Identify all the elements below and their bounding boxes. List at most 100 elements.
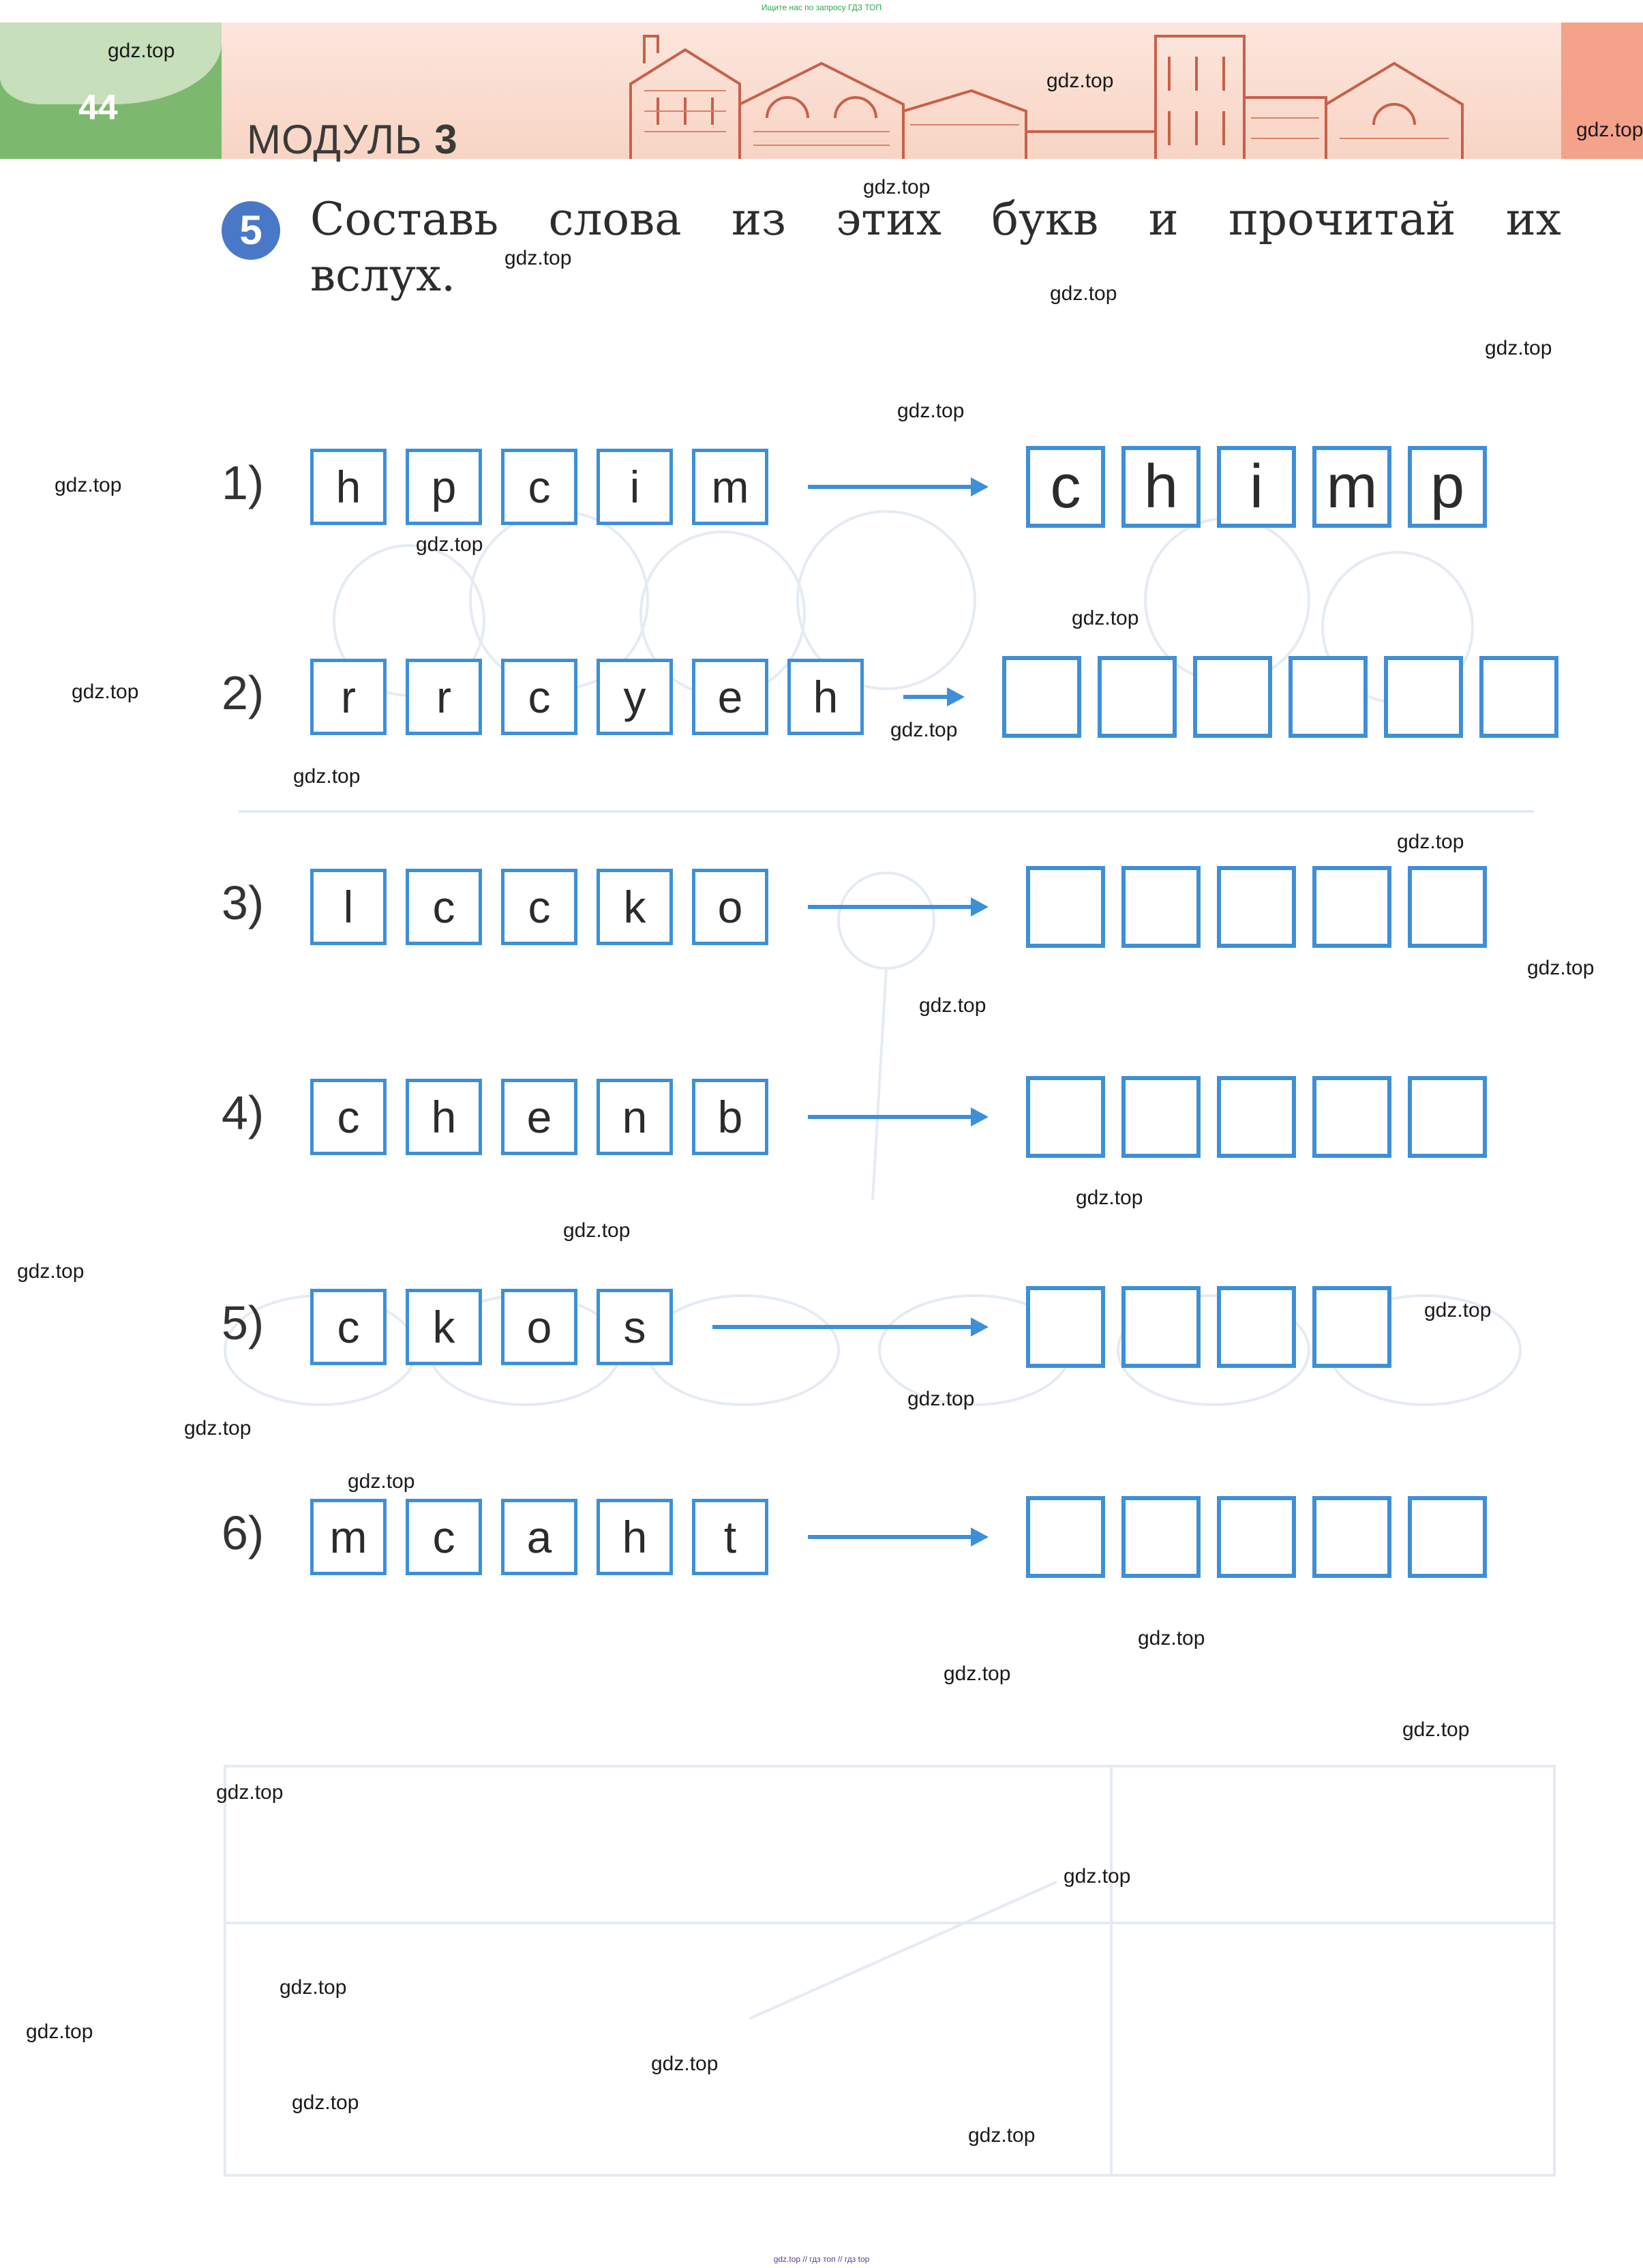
answer-box[interactable] [1408,1496,1487,1578]
letter-tile: e [692,659,768,735]
answer-box[interactable] [1408,1076,1487,1158]
task-word: и [1148,193,1179,245]
answer-box[interactable] [1026,1496,1105,1578]
answer-box[interactable]: i [1217,446,1296,528]
letter-tile: a [501,1499,577,1575]
answer-box[interactable] [1026,1286,1105,1368]
answer-box[interactable] [1121,1496,1201,1578]
answer-box[interactable]: m [1312,446,1391,528]
watermark-text: gdz.top [1527,957,1595,979]
task-word: из [731,193,786,245]
row-number: 3) [222,876,265,929]
watermark-text: gdz.top [863,176,931,198]
answer-box[interactable] [1121,866,1201,948]
watermark-text: gdz.top [292,2091,359,2114]
watermark-text: gdz.top [293,765,361,788]
module-number: 3 [434,117,458,162]
letter-tile: l [310,869,387,945]
watermark-text: gdz.top [919,994,986,1017]
watermark-text: gdz.top [1050,282,1117,305]
row-number: 2) [222,666,265,719]
header-banner-illustration [222,23,1561,159]
letter-tile: k [406,1289,482,1365]
watermark-text: gdz.top [17,1260,85,1283]
letter-tile: e [501,1079,577,1155]
task-word: их [1505,193,1561,245]
letter-tile: n [597,1079,673,1155]
letter-tile: k [597,869,673,945]
letter-tile: h [597,1499,673,1575]
arrow-icon [808,1107,989,1126]
task-word: Составь [310,193,499,245]
watermark-text: gdz.top [1076,1187,1143,1209]
task-word: прочитай [1228,193,1456,245]
watermark-text: gdz.top [72,681,139,703]
answer-box[interactable] [1288,656,1368,738]
watermark-text: gdz.top [1402,1718,1470,1741]
letter-tile: c [501,869,577,945]
answer-box[interactable] [1121,1076,1201,1158]
watermark-text: gdz.top [26,2020,93,2043]
letter-tile: c [310,1079,387,1155]
watermark-text: gdz.top [184,1417,252,1439]
letter-tile: i [597,449,673,525]
letter-tile: o [501,1289,577,1365]
answer-box[interactable] [1312,1286,1391,1368]
answer-box[interactable] [1312,1076,1391,1158]
answer-box[interactable] [1217,866,1296,948]
answer-box[interactable]: h [1121,446,1201,528]
row-number: 4) [222,1086,265,1139]
answer-box[interactable] [1217,1076,1296,1158]
watermark-text: gdz.top [890,719,958,741]
watermark-text: gdz.top [348,1470,415,1493]
arrow-icon [808,897,989,916]
arrow-icon [712,1317,989,1337]
watermark-text: gdz.top [1485,337,1552,359]
answer-box[interactable] [1026,1076,1105,1158]
answer-box[interactable] [1479,656,1558,738]
watermark-text: gdz.top [55,474,122,496]
watermark-text: gdz.top [1072,607,1139,629]
answer-box[interactable] [1193,656,1272,738]
answer-box[interactable] [1121,1286,1201,1368]
answer-box[interactable] [1312,866,1391,948]
answer-box[interactable] [1002,656,1081,738]
answer-box[interactable] [1217,1496,1296,1578]
top-note: Ищите нас по запросу ГДЗ ТОП [761,3,882,12]
task-word: слова [548,193,682,245]
corner-tab [1561,23,1643,159]
letter-tile: m [692,449,768,525]
answer-box[interactable] [1026,866,1105,948]
answer-box[interactable] [1098,656,1177,738]
letter-tile: r [406,659,482,735]
answer-box[interactable] [1384,656,1463,738]
watermark-text: gdz.top [280,1976,347,1999]
answer-box[interactable] [1217,1286,1296,1368]
watermark-text: gdz.top [907,1388,975,1410]
page-tab [0,23,222,159]
answer-box[interactable] [1312,1496,1391,1578]
letter-tile: h [310,449,387,525]
letter-tile: h [787,659,864,735]
answer-box[interactable]: c [1026,446,1105,528]
task-instruction-line2: вслух. [310,249,456,301]
watermark-text: gdz.top [897,400,965,422]
answer-box[interactable]: p [1408,446,1487,528]
letter-tile: c [406,1499,482,1575]
watermark-text: gdz.top [1046,70,1114,92]
task-word: букв [991,193,1099,245]
letter-tile: h [406,1079,482,1155]
watermark-text: gdz.top [416,533,483,556]
answer-box[interactable] [1408,866,1487,948]
watermark-text: gdz.top [1576,119,1643,141]
task-word: этих [836,193,941,245]
letter-tile: y [597,659,673,735]
module-title: МОДУЛЬ 3 [247,116,458,163]
row-number: 1) [222,456,265,509]
arrow-icon [903,687,965,706]
watermark-text: gdz.top [968,2124,1036,2147]
footer-note: gdz.top // гдз топ // гдз top [773,2254,870,2264]
letter-tile: c [310,1289,387,1365]
watermark-text: gdz.top [1424,1299,1492,1322]
letter-tile: t [692,1499,768,1575]
